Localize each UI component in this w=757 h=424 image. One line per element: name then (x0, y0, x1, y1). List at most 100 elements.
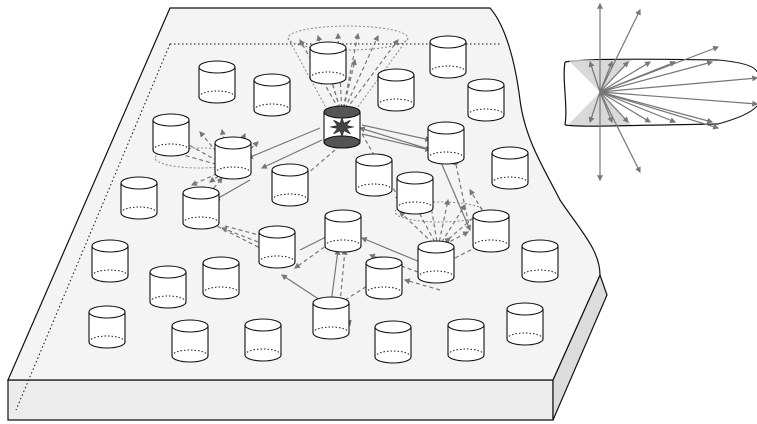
cylinder-icon (244, 324, 282, 362)
pillar (467, 78, 505, 122)
inset-arrow (599, 91, 641, 174)
pillar-top (244, 318, 282, 332)
pillar (365, 256, 403, 300)
pillar (491, 146, 529, 190)
inset-arrow (599, 61, 652, 93)
cylinder-icon (258, 231, 296, 269)
pillar-top (429, 35, 467, 49)
pillar (417, 240, 455, 284)
pillar (182, 186, 220, 230)
pillar-top (309, 41, 347, 55)
arrow-icon (427, 198, 439, 249)
source-base (323, 135, 361, 149)
cylinder-icon (120, 182, 158, 220)
pillar (396, 171, 434, 215)
pillar (120, 176, 158, 220)
pillar-top (521, 239, 559, 253)
inset-arrow (599, 91, 714, 124)
pillar-top (467, 78, 505, 92)
pillar (253, 73, 291, 117)
cylinder-icon (417, 246, 455, 284)
pillar (355, 153, 393, 197)
cylinder-icon (312, 302, 350, 340)
cylinder-icon (182, 192, 220, 230)
inset-arrow (599, 91, 757, 107)
pillar-top (324, 209, 362, 223)
pillar (198, 60, 236, 104)
arrow-icon (437, 198, 450, 249)
cylinder-icon (472, 215, 510, 253)
pillar (312, 296, 350, 340)
cylinder-icon (171, 325, 209, 363)
inset-arrow (588, 60, 601, 93)
pillar-top (374, 320, 412, 334)
pillar (377, 68, 415, 112)
arrow-icon (280, 274, 321, 301)
arrow-icon (344, 282, 374, 301)
cylinder-icon (467, 84, 505, 122)
pillar-top (258, 225, 296, 239)
cylinder-icon (309, 47, 347, 85)
pillar (427, 121, 465, 165)
arrow-icon (213, 179, 251, 201)
arrow-icon (361, 124, 432, 142)
arrow-icon (294, 242, 331, 269)
pillar-top (491, 146, 529, 160)
cylinder-icon (365, 262, 403, 300)
cylinder-icon (429, 41, 467, 79)
emission-arrow (341, 39, 399, 116)
arrow-icon (437, 231, 470, 249)
pillar (202, 256, 240, 300)
cylinder-icon (521, 245, 559, 283)
pillar (152, 113, 190, 157)
pillar-top (323, 105, 361, 119)
pillar (521, 239, 559, 283)
cylinder-icon (374, 326, 412, 364)
pillar-top (377, 68, 415, 82)
pillar (149, 265, 187, 309)
pillar (429, 35, 467, 79)
arrow-icon (330, 248, 341, 304)
slab-front-face (7, 379, 554, 421)
pillar-top (396, 171, 434, 185)
inset-arrow (599, 60, 614, 93)
pillar-top (506, 302, 544, 316)
inset-arrow (599, 61, 629, 93)
pillar (214, 136, 252, 180)
pillar (309, 41, 347, 85)
pillar-top (149, 265, 187, 279)
inset-arrow (599, 91, 614, 124)
inset-arrow (588, 91, 601, 124)
cylinder-icon (377, 74, 415, 112)
pillar-top (152, 113, 190, 127)
cylinder-icon (91, 245, 129, 283)
cylinder-icon (491, 152, 529, 190)
pillar-top (312, 296, 350, 310)
arrow-icon (439, 159, 471, 232)
pillar (374, 320, 412, 364)
pillar-top (171, 319, 209, 333)
pillar-top (182, 186, 220, 200)
pillar-top (88, 305, 126, 319)
inset-arrow (599, 60, 677, 93)
arrow-icon (453, 158, 471, 231)
pillar-top (472, 209, 510, 223)
inset-arrow (599, 91, 629, 123)
inset-right-curl (717, 59, 757, 125)
inset-arrow (599, 91, 720, 130)
arrow-icon (403, 278, 441, 291)
inset-arrow (599, 75, 757, 93)
starburst-icon (329, 116, 355, 138)
cylinder-icon (149, 271, 187, 309)
cylinder-icon (271, 169, 309, 207)
pillar (258, 225, 296, 269)
cylinder-icon (396, 177, 434, 215)
cylinder-icon (202, 262, 240, 300)
pillar-top (417, 240, 455, 254)
pillar-top (214, 136, 252, 150)
pillar (324, 209, 362, 253)
pillar-top (447, 318, 485, 332)
pillar-top (271, 163, 309, 177)
arrow-icon (361, 133, 432, 152)
